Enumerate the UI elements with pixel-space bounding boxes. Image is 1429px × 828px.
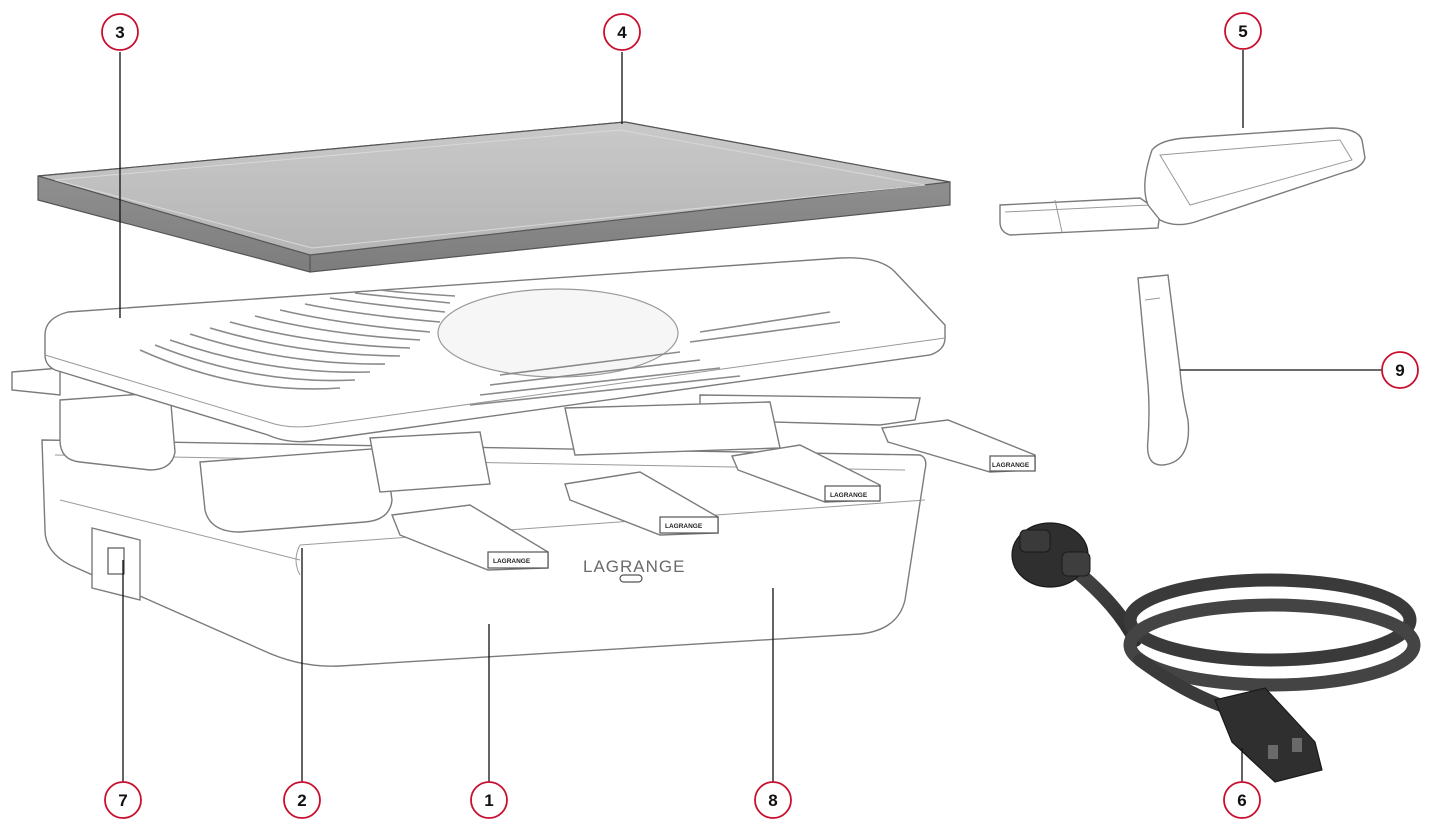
grill-plate-center <box>437 288 679 378</box>
callout-2: 2 <box>283 781 321 819</box>
callout-number: 9 <box>1395 361 1404 380</box>
pan-tray: LAGRANGE LAGRANGE LAGRANGE LAGRANGE <box>11 367 1036 571</box>
handle-logo: LAGRANGE <box>665 523 703 530</box>
callout-7: 7 <box>104 781 142 819</box>
power-switch <box>91 527 141 601</box>
raclette-pan <box>199 447 393 533</box>
callout-6: 6 <box>1223 781 1261 819</box>
grill-ridges <box>139 289 841 406</box>
handle-logo: LAGRANGE <box>830 492 868 499</box>
callout-9: 9 <box>1381 351 1419 389</box>
indicator-light <box>619 574 643 583</box>
callout-8: 8 <box>754 781 792 819</box>
callout-5: 5 <box>1224 12 1262 50</box>
callout-number: 3 <box>115 23 124 42</box>
raclette-pan <box>564 401 781 456</box>
callout-3: 3 <box>101 13 139 51</box>
spatula <box>1137 274 1190 466</box>
pan-handle: LAGRANGE <box>880 419 1036 473</box>
handle-logo: LAGRANGE <box>992 462 1030 469</box>
power-cord <box>1011 522 1421 783</box>
callout-number: 6 <box>1237 791 1246 810</box>
callout-number: 5 <box>1238 22 1247 41</box>
pan-handle: LAGRANGE <box>731 444 881 503</box>
raclette-pan-accessory <box>999 127 1366 236</box>
callout-number: 8 <box>768 791 777 810</box>
grill-plate <box>44 257 946 443</box>
plug-head <box>1011 522 1091 588</box>
callout-4: 4 <box>603 13 641 51</box>
callout-number: 2 <box>297 791 306 810</box>
handle-logo: LAGRANGE <box>493 558 531 565</box>
callout-1: 1 <box>470 781 508 819</box>
stone-plate <box>37 121 951 273</box>
leader-lines <box>119 50 1383 782</box>
appliance-connector <box>1214 687 1323 783</box>
callout-number: 1 <box>484 791 493 810</box>
pan-handle: LAGRANGE <box>391 504 549 571</box>
callout-number: 4 <box>617 23 627 42</box>
pan-handle: LAGRANGE <box>564 471 719 536</box>
brand-logo: LAGRANGE <box>583 557 685 576</box>
callout-number: 7 <box>118 791 127 810</box>
